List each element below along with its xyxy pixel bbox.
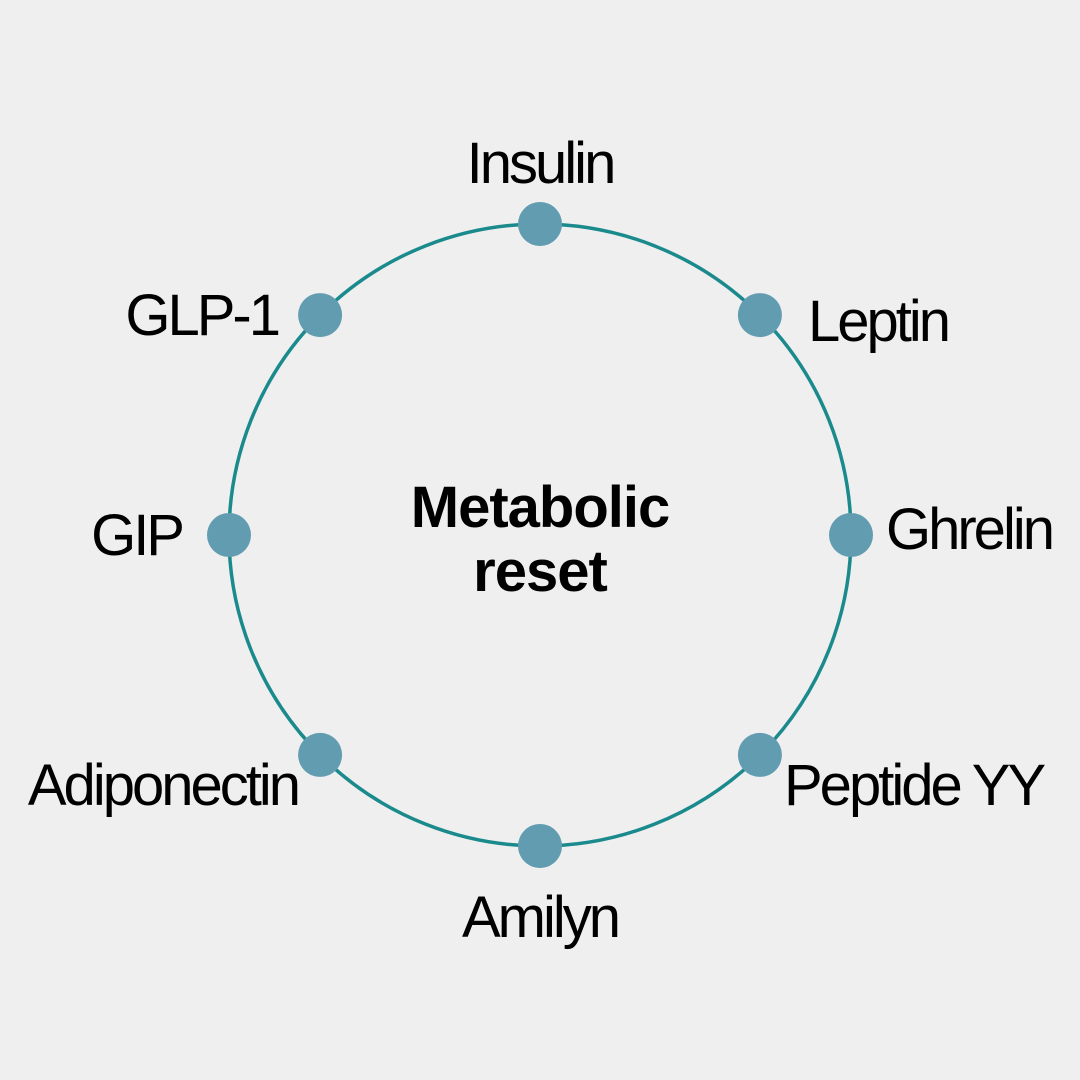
node-dot-gip	[207, 513, 251, 557]
node-label-leptin: Leptin	[808, 289, 951, 354]
center-title: Metabolic reset	[340, 476, 740, 604]
node-label-gip: GIP	[91, 503, 185, 568]
node-label-peptide-yy: Peptide YY	[784, 753, 1046, 818]
node-dot-glp-1	[298, 293, 343, 338]
node-dot-adiponectin	[298, 732, 343, 777]
node-label-glp-1: GLP-1	[125, 283, 281, 348]
node-dot-leptin	[737, 293, 782, 338]
node-dots	[207, 202, 873, 868]
node-label-adiponectin: Adiponectin	[27, 753, 301, 818]
node-dot-insulin	[518, 202, 562, 246]
node-label-ghrelin: Ghrelin	[886, 497, 1055, 562]
node-label-amilyn: Amilyn	[461, 885, 621, 950]
node-label-insulin: Insulin	[466, 131, 617, 196]
node-dot-ghrelin	[829, 513, 873, 557]
center-title-line-1: Metabolic	[410, 475, 671, 540]
node-dot-peptide-yy	[737, 732, 782, 777]
node-dot-amilyn	[518, 824, 562, 868]
center-title-line-2: reset	[473, 539, 608, 604]
